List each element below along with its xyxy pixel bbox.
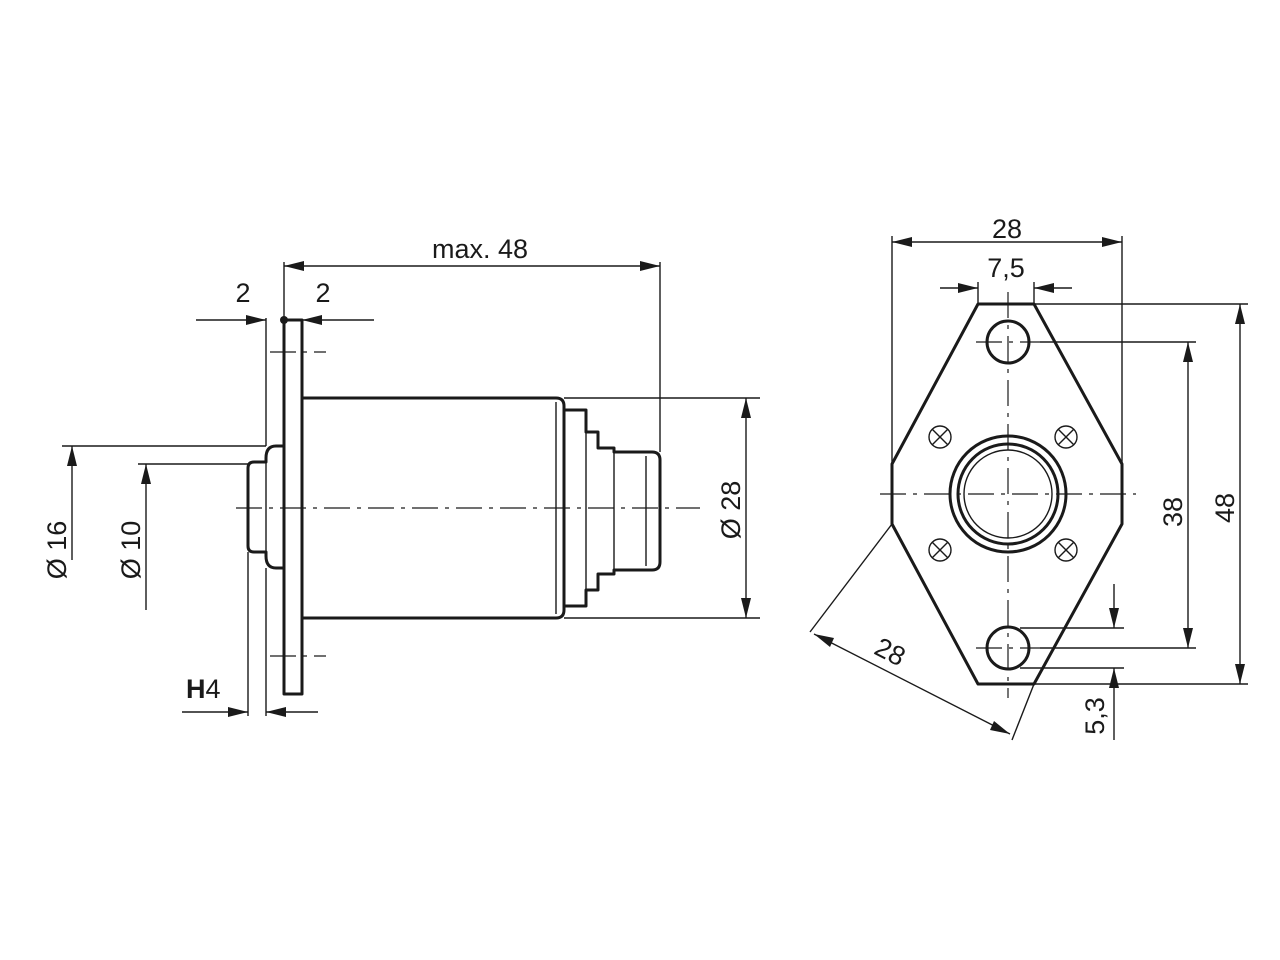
tolerance-label: H4 [186, 674, 221, 704]
diagonal-dimension-line [813, 633, 1011, 735]
rivet-mark [928, 425, 952, 449]
diameter-body-label: Ø 28 [716, 481, 746, 540]
front-view: 28 7,5 38 48 5,3 28 [809, 214, 1248, 741]
extension-line [809, 523, 893, 633]
arrowhead [228, 707, 248, 717]
rivet-mark [928, 538, 952, 562]
extension-line [1011, 683, 1035, 741]
arrowhead [1109, 608, 1119, 628]
flange-thickness-label: 2 [315, 278, 330, 308]
rivet-mark [1054, 538, 1078, 562]
arrowhead [640, 261, 660, 271]
arrowhead [1235, 304, 1245, 324]
arrowhead [266, 707, 286, 717]
arrowhead [1109, 668, 1119, 688]
tolerance-number: 4 [206, 674, 221, 704]
tolerance-letter: H [186, 674, 206, 704]
arrowhead [814, 634, 834, 647]
overall-length-label: max. 48 [432, 234, 528, 264]
flange-offset-label: 2 [235, 278, 250, 308]
arrowhead [958, 283, 978, 293]
dimension-dot [280, 316, 288, 324]
arrowhead [741, 598, 751, 618]
arrowhead [892, 237, 912, 247]
flange-height-label: 48 [1210, 493, 1240, 523]
rear-cap [564, 408, 662, 608]
arrowhead [67, 446, 77, 466]
hole-spacing-x-label: 7,5 [987, 253, 1025, 283]
rivet-mark [1054, 425, 1078, 449]
diameter-outer-label: Ø 16 [42, 521, 72, 580]
hole-diameter-label: 5,3 [1080, 697, 1110, 735]
arrowhead [284, 261, 304, 271]
arrowhead [1183, 628, 1193, 648]
arrowhead [141, 464, 151, 484]
arrowhead [302, 315, 322, 325]
arrowhead [741, 398, 751, 418]
diameter-inner-label: Ø 10 [116, 521, 146, 580]
arrowhead [1235, 664, 1245, 684]
arrowhead [1183, 342, 1193, 362]
flange-width-label: 28 [992, 214, 1022, 244]
hole-spacing-y-label: 38 [1158, 497, 1188, 527]
arrowhead [990, 721, 1010, 734]
side-view: max. 48 2 2 Ø 16 Ø 10 Ø 28 H4 [42, 234, 760, 717]
arrowhead [246, 315, 266, 325]
front-collar [246, 444, 284, 570]
arrowhead [1034, 283, 1054, 293]
arrowhead [1102, 237, 1122, 247]
flange-plate [282, 318, 304, 696]
